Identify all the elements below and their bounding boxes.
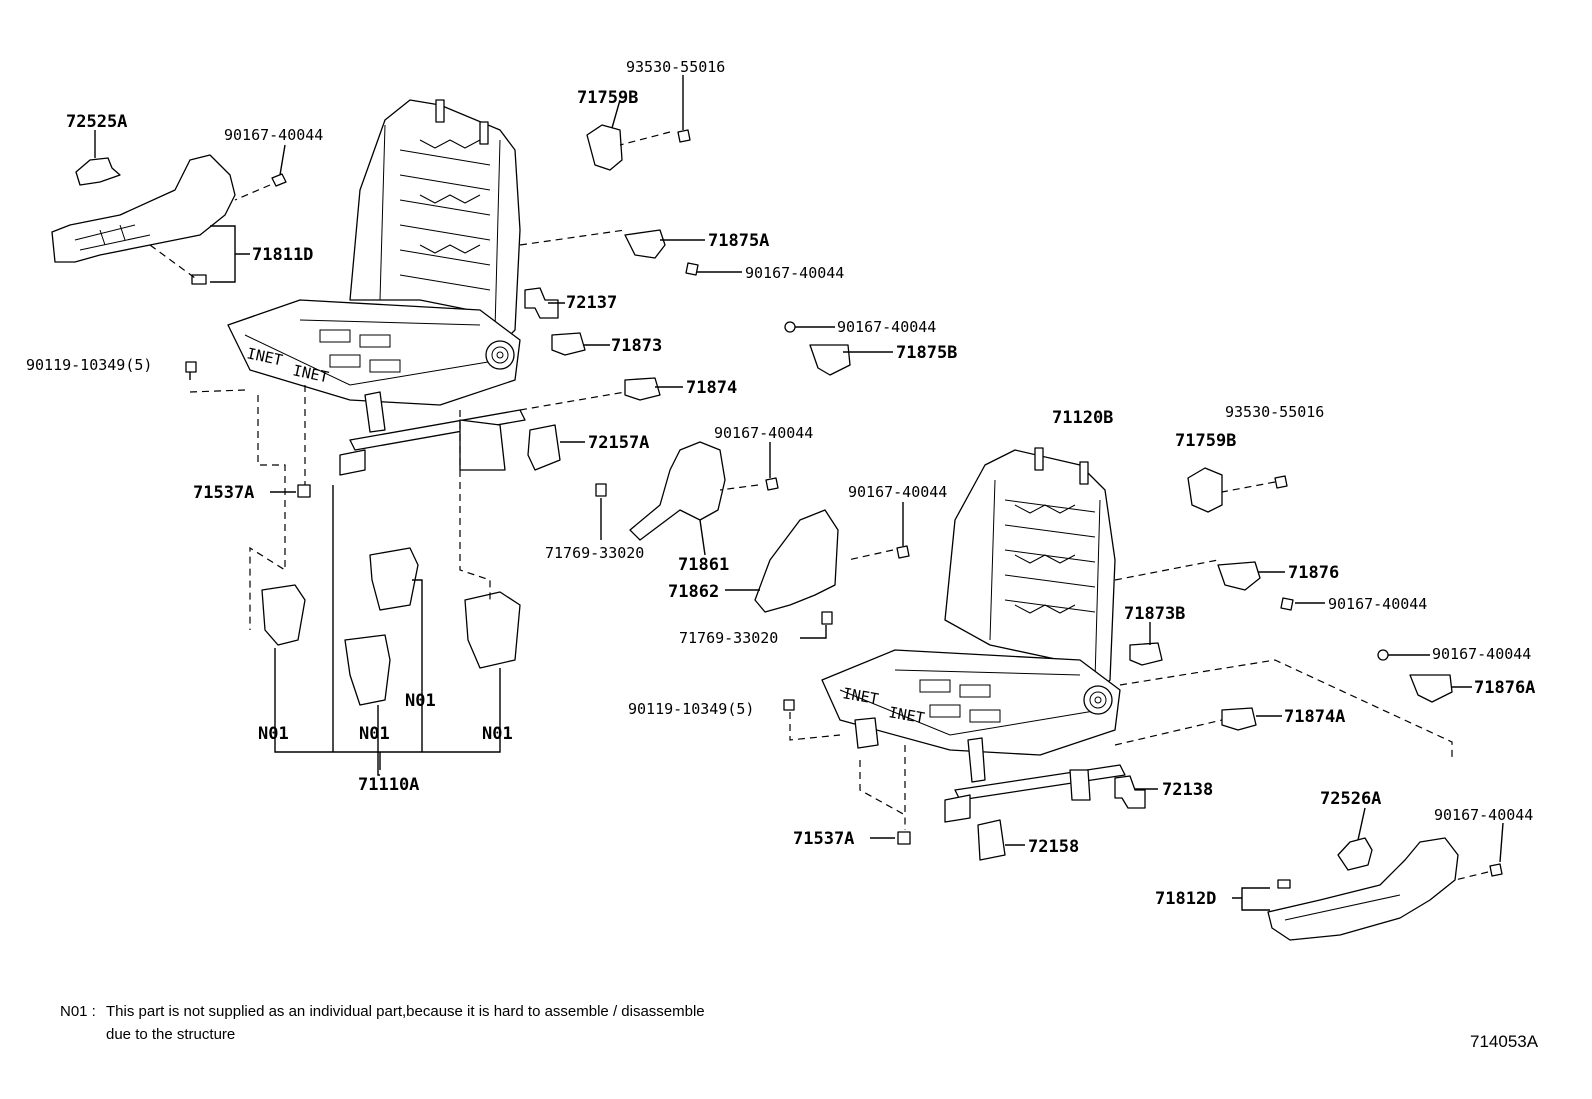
label-71811D: 71811D <box>252 245 313 265</box>
label-72525A: 72525A <box>66 112 127 132</box>
hinge-bracket-n01-c <box>344 634 391 706</box>
label-71759B-b: 71759B <box>1175 431 1236 451</box>
label-N01-b: N01 <box>258 724 289 744</box>
label-71862: 71862 <box>668 582 719 602</box>
label-71769-a: 71769-33020 <box>545 544 644 562</box>
label-71861: 71861 <box>678 555 729 575</box>
footnote-code: N01 : <box>60 1003 96 1020</box>
label-90167-f: 90167-40044 <box>1328 595 1427 613</box>
shield-71862 <box>754 509 839 613</box>
label-90167-b: 90167-40044 <box>745 264 844 282</box>
label-N01-d: N01 <box>482 724 513 744</box>
label-71874A: 71874A <box>1284 707 1345 727</box>
label-71875A: 71875A <box>708 231 769 251</box>
label-71759B-a: 71759B <box>577 88 638 108</box>
clip-71873 <box>551 332 586 356</box>
knob-72526A <box>1337 837 1373 871</box>
label-N01-a: N01 <box>405 691 436 711</box>
bracket-71875B <box>809 344 851 376</box>
diagram-id: 714053A <box>1470 1032 1539 1051</box>
label-71876A: 71876A <box>1474 678 1535 698</box>
bracket-71876 <box>1217 561 1261 591</box>
label-72138: 72138 <box>1162 780 1213 800</box>
label-90119-b: 90119-10349(5) <box>628 700 754 718</box>
label-90167-e: 90167-40044 <box>848 483 947 501</box>
cover-72158 <box>977 819 1006 861</box>
label-71876: 71876 <box>1288 563 1339 583</box>
clip-71873B <box>1129 642 1163 666</box>
bolts <box>185 129 1503 877</box>
cover-72157A <box>527 424 561 471</box>
footnote: N01 : This part is not supplied as an ind… <box>60 1000 705 1046</box>
label-71875B: 71875B <box>896 343 957 363</box>
clip-71874A <box>1221 707 1257 731</box>
label-71812D: 71812D <box>1155 889 1216 909</box>
label-72137: 72137 <box>566 293 617 313</box>
clip-71874 <box>624 377 661 401</box>
label-72157A: 72157A <box>588 433 649 453</box>
side-cover-71811D <box>51 154 236 285</box>
label-N01-c: N01 <box>359 724 390 744</box>
label-72526A: 72526A <box>1320 789 1381 809</box>
hinge-bracket-n01-d <box>464 591 521 669</box>
label-93530-b: 93530-55016 <box>1225 403 1324 421</box>
bracket-71875A <box>624 229 666 259</box>
label-90167-c: 90167-40044 <box>837 318 936 336</box>
cap-71537A-left <box>297 484 311 498</box>
label-72158: 72158 <box>1028 837 1079 857</box>
label-71769-b: 71769-33020 <box>679 629 778 647</box>
bracket-71876A <box>1409 674 1453 703</box>
hinge-cover-71759B-right <box>1187 467 1223 513</box>
knob-72525A <box>75 157 121 186</box>
label-71120B: 71120B <box>1052 408 1113 428</box>
footnote-line-2: due to the structure <box>106 1026 236 1043</box>
label-90167-h: 90167-40044 <box>1434 806 1533 824</box>
dashed-guide-lines <box>149 131 1489 881</box>
left-seat-frame: INET INET <box>227 99 526 476</box>
headrest-guide-71861 <box>629 441 726 541</box>
footnote-line-1: This part is not supplied as an individu… <box>106 1003 705 1020</box>
label-71110A: 71110A <box>358 775 419 795</box>
label-71873B: 71873B <box>1124 604 1185 624</box>
cap-71537A-right <box>897 831 911 845</box>
label-71537A-a: 71537A <box>193 483 254 503</box>
hinge-bracket-n01-a <box>261 584 306 646</box>
side-cover-71812D <box>1267 837 1459 941</box>
label-71874: 71874 <box>686 378 737 398</box>
leader-lines <box>94 75 1504 911</box>
label-71537A-b: 71537A <box>793 829 854 849</box>
label-90167-g: 90167-40044 <box>1432 645 1531 663</box>
svg-text:INET: INET <box>887 703 926 727</box>
label-90167-a: 90167-40044 <box>224 126 323 144</box>
right-seat-frame: INET INET <box>821 447 1126 823</box>
clip-72138 <box>1114 775 1146 809</box>
label-93530-a: 93530-55016 <box>626 58 725 76</box>
label-71873: 71873 <box>611 336 662 356</box>
hinge-bracket-n01-b <box>369 547 419 611</box>
svg-text:INET: INET <box>841 684 880 708</box>
part-labels: 72525A 90167-40044 71811D 93530-55016 71… <box>26 58 1535 909</box>
label-90167-d: 90167-40044 <box>714 424 813 442</box>
label-90119-a: 90119-10349(5) <box>26 356 152 374</box>
hinge-cover-71759B-left <box>586 124 623 171</box>
clip-72137 <box>524 287 559 319</box>
